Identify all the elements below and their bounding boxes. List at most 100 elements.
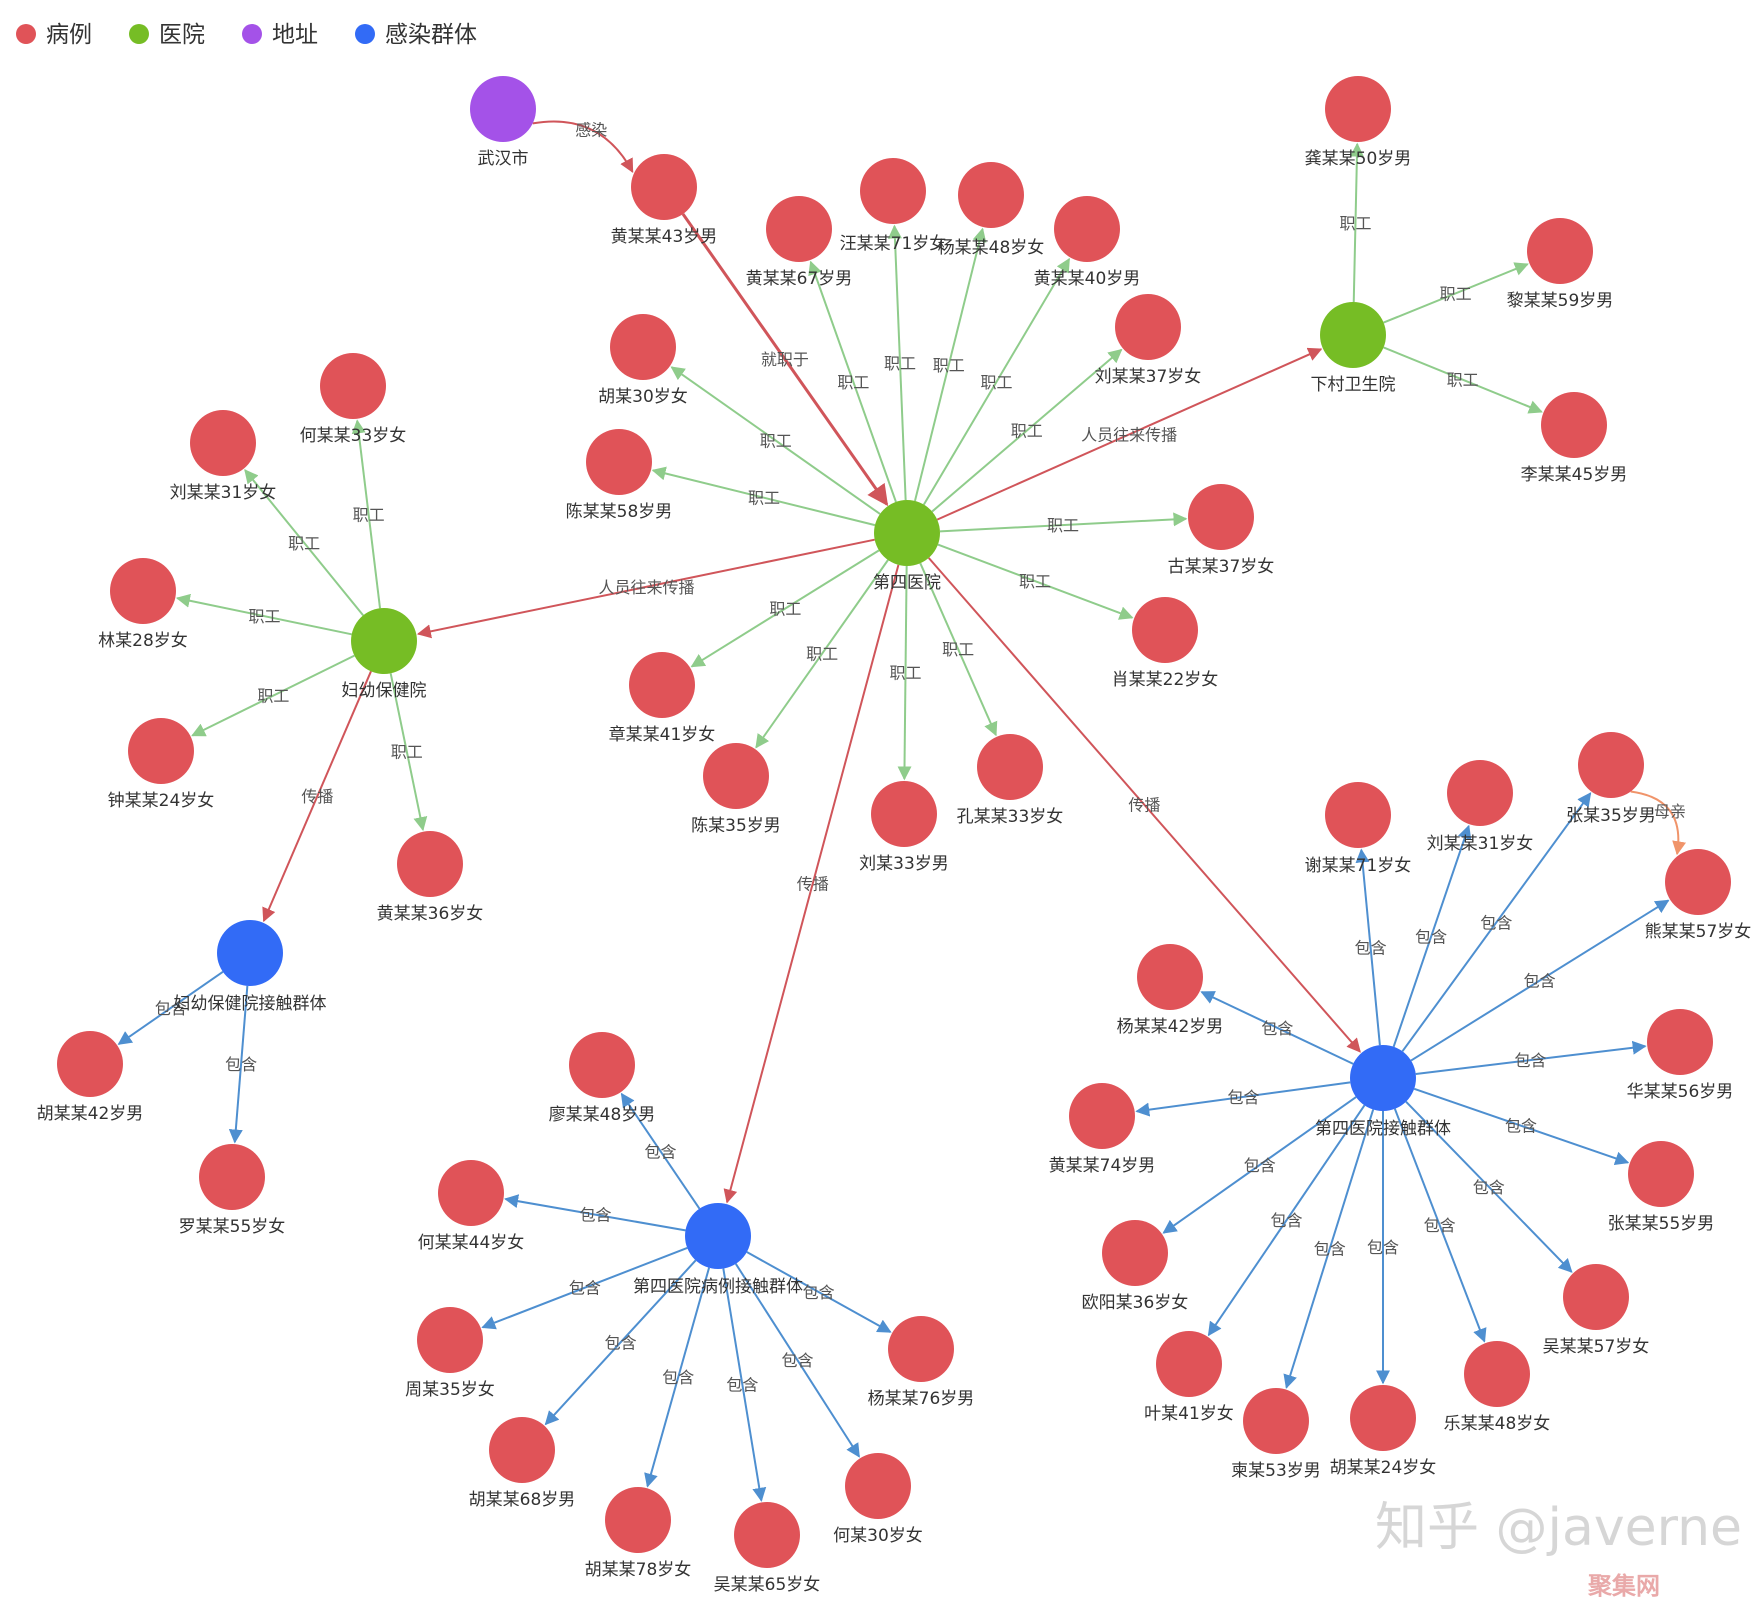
node-circle-c5[interactable] bbox=[1054, 196, 1120, 262]
node-circle-c28[interactable] bbox=[489, 1417, 555, 1483]
node-circle-g4b[interactable] bbox=[685, 1203, 751, 1269]
node-circle-c33[interactable] bbox=[1325, 782, 1391, 848]
node-circle-c10[interactable] bbox=[1132, 597, 1198, 663]
node-c31[interactable]: 何某30岁女 bbox=[833, 1453, 923, 1546]
node-circle-c43[interactable] bbox=[1156, 1331, 1222, 1397]
node-circle-c22[interactable] bbox=[397, 831, 463, 897]
node-circle-c41[interactable] bbox=[1102, 1220, 1168, 1286]
node-circle-c3[interactable] bbox=[860, 158, 926, 224]
node-circle-c16[interactable] bbox=[1527, 218, 1593, 284]
node-c42[interactable]: 吴某某57岁女 bbox=[1543, 1264, 1650, 1357]
legend-dot-1[interactable] bbox=[129, 24, 149, 44]
node-c6[interactable]: 刘某某37岁女 bbox=[1095, 294, 1202, 387]
node-circle-h4[interactable] bbox=[874, 500, 940, 566]
node-c38[interactable]: 华某某56岁男 bbox=[1627, 1009, 1734, 1102]
node-circle-c30[interactable] bbox=[734, 1502, 800, 1568]
node-circle-c19[interactable] bbox=[190, 410, 256, 476]
node-g4[interactable]: 第四医院接触群体 bbox=[1315, 1045, 1451, 1139]
node-circle-c8[interactable] bbox=[586, 429, 652, 495]
node-c41[interactable]: 欧阳某36岁女 bbox=[1082, 1220, 1189, 1313]
node-c19[interactable]: 刘某某31岁女 bbox=[170, 410, 277, 503]
node-circle-c21[interactable] bbox=[128, 718, 194, 784]
legend-dot-3[interactable] bbox=[355, 24, 375, 44]
node-c34[interactable]: 刘某某31岁女 bbox=[1427, 760, 1534, 854]
node-c21[interactable]: 钟某某24岁女 bbox=[108, 718, 215, 811]
node-c45[interactable]: 柬某53岁男 bbox=[1231, 1388, 1321, 1481]
node-circle-c32[interactable] bbox=[888, 1316, 954, 1382]
node-c8[interactable]: 陈某某58岁男 bbox=[566, 429, 673, 522]
node-circle-c20[interactable] bbox=[110, 558, 176, 624]
node-circle-c35[interactable] bbox=[1578, 732, 1644, 798]
node-circle-c25[interactable] bbox=[569, 1032, 635, 1098]
node-circle-c4[interactable] bbox=[958, 162, 1024, 228]
node-circle-c14[interactable] bbox=[977, 734, 1043, 800]
node-c16[interactable]: 黎某某59岁男 bbox=[1507, 218, 1614, 311]
node-c5[interactable]: 黄某某40岁男 bbox=[1034, 196, 1141, 289]
node-circle-c6[interactable] bbox=[1115, 294, 1181, 360]
node-circle-c15[interactable] bbox=[1325, 76, 1391, 142]
node-c27[interactable]: 周某35岁女 bbox=[405, 1307, 495, 1400]
node-hfy[interactable]: 妇幼保健院 bbox=[342, 608, 427, 701]
legend-label-1[interactable]: 医院 bbox=[159, 22, 205, 48]
node-c3[interactable]: 汪某某71岁女 bbox=[840, 158, 947, 254]
node-c37[interactable]: 杨某某42岁男 bbox=[1117, 944, 1224, 1037]
node-c17[interactable]: 李某某45岁男 bbox=[1521, 392, 1628, 485]
node-circle-c9[interactable] bbox=[1188, 484, 1254, 550]
node-c7[interactable]: 胡某30岁女 bbox=[598, 314, 688, 407]
node-circle-c13[interactable] bbox=[871, 781, 937, 847]
node-c1[interactable]: 黄某某43岁男 bbox=[611, 154, 718, 247]
node-c40[interactable]: 张某某55岁男 bbox=[1608, 1141, 1715, 1234]
node-c32[interactable]: 杨某某76岁男 bbox=[868, 1316, 975, 1409]
legend-dot-0[interactable] bbox=[16, 24, 36, 44]
node-c2[interactable]: 黄某某67岁男 bbox=[746, 196, 853, 289]
node-circle-c12[interactable] bbox=[703, 743, 769, 809]
node-c4[interactable]: 杨某某48岁女 bbox=[938, 162, 1045, 258]
node-circle-gfy[interactable] bbox=[217, 920, 283, 986]
node-c35[interactable]: 张某35岁男 bbox=[1566, 732, 1656, 826]
node-c28[interactable]: 胡某某68岁男 bbox=[469, 1417, 576, 1510]
node-circle-c18[interactable] bbox=[320, 353, 386, 419]
node-circle-c1[interactable] bbox=[631, 154, 697, 220]
node-c43[interactable]: 叶某41岁女 bbox=[1144, 1331, 1234, 1424]
node-c12[interactable]: 陈某35岁男 bbox=[691, 743, 781, 836]
node-circle-c7[interactable] bbox=[610, 314, 676, 380]
node-circle-c42[interactable] bbox=[1563, 1264, 1629, 1330]
node-circle-c39[interactable] bbox=[1069, 1083, 1135, 1149]
node-circle-hfy[interactable] bbox=[351, 608, 417, 674]
node-c18[interactable]: 何某某33岁女 bbox=[300, 353, 407, 446]
node-hxc[interactable]: 下村卫生院 bbox=[1311, 302, 1396, 395]
node-c25[interactable]: 廖某某48岁男 bbox=[549, 1032, 656, 1125]
node-c14[interactable]: 孔某某33岁女 bbox=[957, 734, 1064, 827]
node-circle-c31[interactable] bbox=[845, 1453, 911, 1519]
node-c39[interactable]: 黄某某74岁男 bbox=[1049, 1083, 1156, 1176]
node-circle-c17[interactable] bbox=[1541, 392, 1607, 458]
node-circle-wuhan[interactable] bbox=[470, 76, 536, 142]
node-c24[interactable]: 罗某某55岁女 bbox=[179, 1144, 286, 1237]
node-circle-c46[interactable] bbox=[1350, 1385, 1416, 1451]
legend-label-2[interactable]: 地址 bbox=[272, 22, 318, 48]
node-circle-c34[interactable] bbox=[1447, 760, 1513, 826]
node-c11[interactable]: 章某某41岁女 bbox=[609, 652, 716, 745]
node-wuhan[interactable]: 武汉市 bbox=[470, 76, 536, 169]
legend-dot-2[interactable] bbox=[242, 24, 262, 44]
node-circle-g4[interactable] bbox=[1350, 1045, 1416, 1111]
node-circle-c11[interactable] bbox=[629, 652, 695, 718]
node-circle-c40[interactable] bbox=[1628, 1141, 1694, 1207]
node-c36[interactable]: 熊某某57岁女 bbox=[1645, 849, 1752, 942]
legend-label-3[interactable]: 感染群体 bbox=[385, 22, 477, 48]
node-circle-c27[interactable] bbox=[417, 1307, 483, 1373]
node-c33[interactable]: 谢某某71岁女 bbox=[1305, 782, 1412, 876]
node-c20[interactable]: 林某28岁女 bbox=[98, 558, 188, 651]
legend-label-0[interactable]: 病例 bbox=[46, 22, 92, 48]
node-circle-c37[interactable] bbox=[1137, 944, 1203, 1010]
node-circle-c26[interactable] bbox=[438, 1160, 504, 1226]
node-c13[interactable]: 刘某33岁男 bbox=[859, 781, 949, 874]
node-circle-c45[interactable] bbox=[1243, 1388, 1309, 1454]
node-circle-c24[interactable] bbox=[199, 1144, 265, 1210]
node-circle-hxc[interactable] bbox=[1320, 302, 1386, 368]
node-c46[interactable]: 胡某某24岁女 bbox=[1330, 1385, 1437, 1478]
node-circle-c2[interactable] bbox=[766, 196, 832, 262]
node-c30[interactable]: 吴某某65岁女 bbox=[714, 1502, 821, 1595]
node-circle-c38[interactable] bbox=[1647, 1009, 1713, 1075]
node-c15[interactable]: 龚某某50岁男 bbox=[1305, 76, 1412, 169]
